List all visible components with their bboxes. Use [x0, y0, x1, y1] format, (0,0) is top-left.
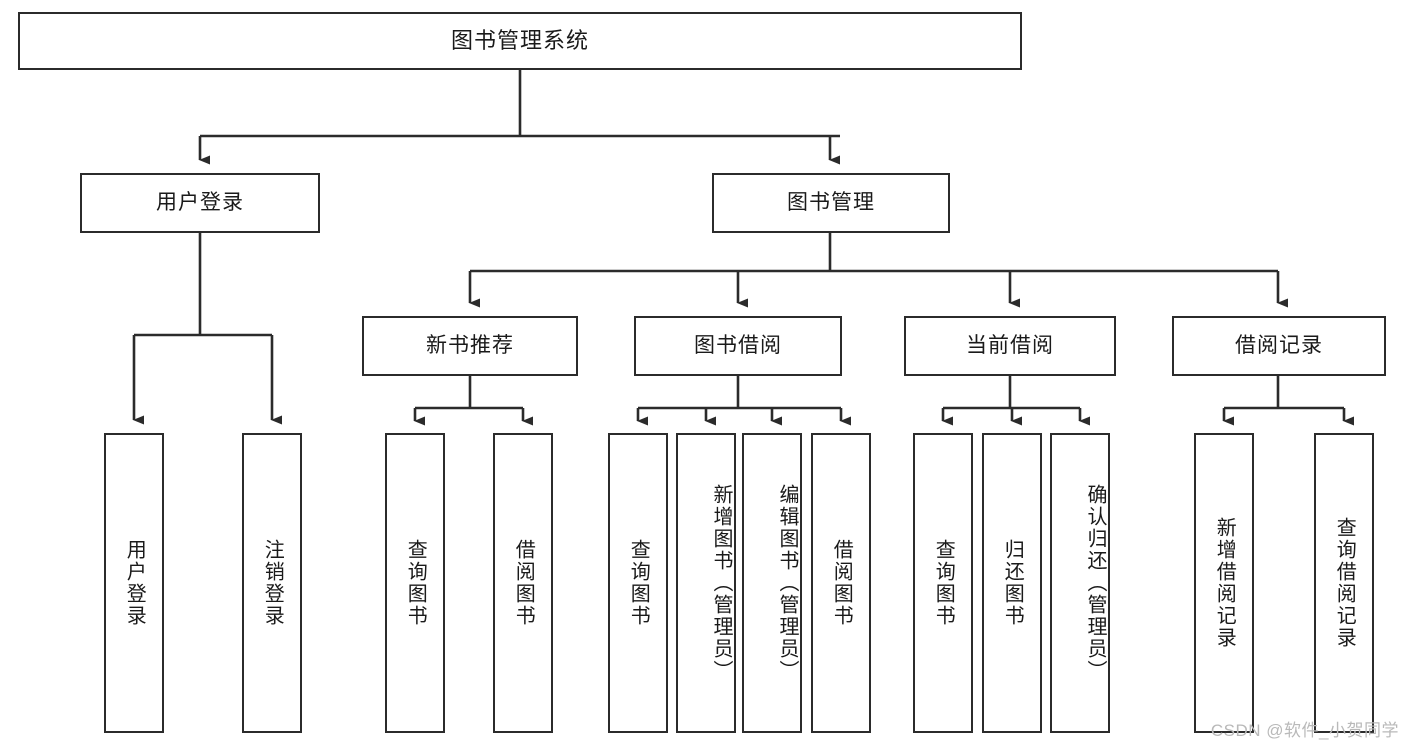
leaf-query-book-2[interactable]: 查询图书 [608, 433, 668, 733]
node-new-book-recommend[interactable]: 新书推荐 [362, 316, 578, 376]
leaf-edit-book-label: 编辑图书（管理员） [776, 484, 798, 682]
leaf-logout[interactable]: 注销登录 [242, 433, 302, 733]
leaf-return-book[interactable]: 归还图书 [982, 433, 1042, 733]
leaf-query-book-1[interactable]: 查询图书 [385, 433, 445, 733]
node-current-borrow-label: 当前借阅 [966, 334, 1054, 358]
leaf-borrow-book-2-label: 借阅图书 [830, 539, 853, 627]
leaf-add-book[interactable]: 新增图书（管理员） [676, 433, 736, 733]
leaf-user-login-label: 用户登录 [123, 539, 146, 627]
leaf-add-book-label: 新增图书（管理员） [710, 484, 732, 682]
leaf-add-borrow-record-label: 新增借阅记录 [1213, 517, 1236, 649]
leaf-confirm-return-label: 确认归还（管理员） [1084, 484, 1106, 682]
leaf-add-borrow-record[interactable]: 新增借阅记录 [1194, 433, 1254, 733]
leaf-query-book-3-label: 查询图书 [932, 539, 955, 627]
node-current-borrow[interactable]: 当前借阅 [904, 316, 1116, 376]
node-book-manage[interactable]: 图书管理 [712, 173, 950, 233]
node-book-manage-label: 图书管理 [787, 191, 875, 215]
leaf-borrow-book-1[interactable]: 借阅图书 [493, 433, 553, 733]
leaf-query-borrow-record[interactable]: 查询借阅记录 [1314, 433, 1374, 733]
leaf-user-login[interactable]: 用户登录 [104, 433, 164, 733]
node-user-login[interactable]: 用户登录 [80, 173, 320, 233]
node-book-borrow[interactable]: 图书借阅 [634, 316, 842, 376]
leaf-query-book-2-label: 查询图书 [627, 539, 650, 627]
node-user-login-label: 用户登录 [156, 191, 244, 215]
leaf-return-book-label: 归还图书 [1001, 539, 1024, 627]
watermark-text: CSDN @软件_小贺同学 [1210, 721, 1399, 740]
leaf-edit-book[interactable]: 编辑图书（管理员） [742, 433, 802, 733]
node-borrow-record[interactable]: 借阅记录 [1172, 316, 1386, 376]
leaf-logout-label: 注销登录 [261, 539, 284, 627]
node-new-book-recommend-label: 新书推荐 [426, 334, 514, 358]
leaf-query-book-3[interactable]: 查询图书 [913, 433, 973, 733]
leaf-confirm-return[interactable]: 确认归还（管理员） [1050, 433, 1110, 733]
leaf-borrow-book-2[interactable]: 借阅图书 [811, 433, 871, 733]
leaf-query-borrow-record-label: 查询借阅记录 [1333, 517, 1356, 649]
node-borrow-record-label: 借阅记录 [1235, 334, 1323, 358]
leaf-query-book-1-label: 查询图书 [404, 539, 427, 627]
node-root-label: 图书管理系统 [450, 27, 589, 53]
leaf-borrow-book-1-label: 借阅图书 [512, 539, 535, 627]
node-root[interactable]: 图书管理系统 [18, 12, 1022, 70]
node-book-borrow-label: 图书借阅 [694, 334, 782, 358]
